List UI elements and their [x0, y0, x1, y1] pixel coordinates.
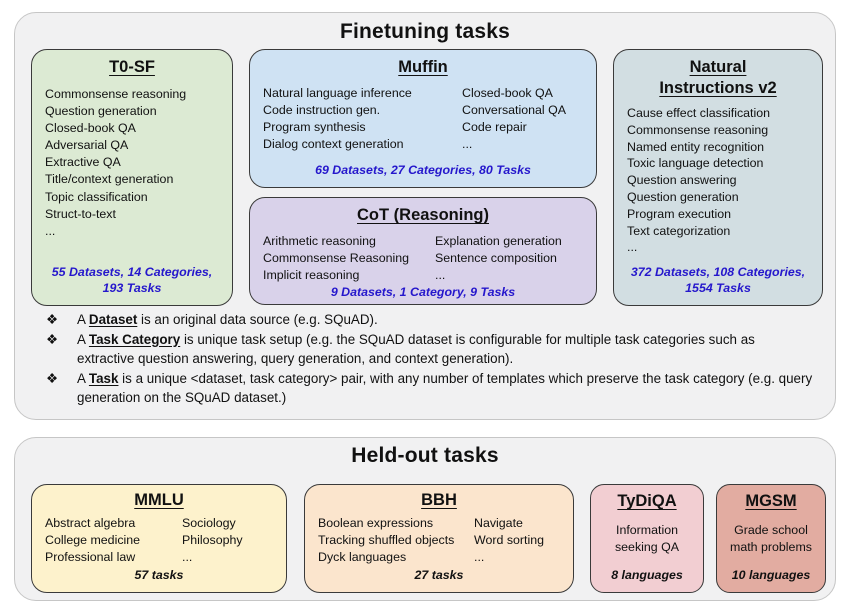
note-item: ❖ A Task Category is unique task setup (…: [43, 330, 815, 369]
task-item: ...: [627, 240, 638, 255]
task-item: Title/context generation: [45, 172, 174, 187]
task-item: Adversarial QA: [45, 138, 129, 153]
task-item: Program execution: [627, 206, 731, 221]
task-item: Implicit reasoning: [263, 268, 360, 283]
mgsm-stats: 10 languages: [731, 568, 811, 582]
task-item: Navigate: [474, 516, 523, 530]
mgsm-description: Grade school math problems: [730, 523, 812, 554]
task-item: Dialog context generation: [263, 137, 404, 152]
task-item: Sociology: [182, 516, 236, 530]
task-item: Professional law: [45, 550, 136, 565]
mmlu-box: MMLU Abstract algebra College medicine P…: [31, 484, 287, 593]
task-item: ...: [462, 137, 473, 152]
finetuning-tasks-panel: Finetuning tasks T0-SF Commonsense reaso…: [14, 12, 836, 420]
task-item: Question answering: [627, 173, 737, 188]
tydiqa-description: Information seeking QA: [614, 523, 680, 554]
niv2-box: Natural Instructions v2 Cause effect cla…: [613, 49, 823, 306]
bbh-title: BBH: [421, 491, 457, 509]
task-item: Arithmetic reasoning: [263, 234, 376, 248]
task-item: Closed-book QA: [45, 121, 136, 136]
mgsm-box: MGSM Grade school math problems 10 langu…: [716, 484, 826, 593]
task-item: Sentence composition: [435, 251, 557, 266]
heldout-panel-title: Held-out tasks: [351, 444, 499, 467]
mmlu-title: MMLU: [134, 491, 184, 509]
task-item: Extractive QA: [45, 155, 121, 170]
diamond-bullet-icon: ❖: [45, 370, 58, 386]
diamond-bullet-icon: ❖: [45, 331, 58, 347]
muffin-title: Muffin: [398, 58, 448, 76]
note-text: A Task is a unique <dataset, task catego…: [77, 370, 813, 406]
bbh-stats: 27 tasks: [414, 568, 464, 582]
cot-box: CoT (Reasoning) Arithmetic reasoning Com…: [249, 197, 597, 305]
task-item: ...: [474, 550, 485, 565]
muffin-stats: 69 Datasets, 27 Categories, 80 Tasks: [315, 163, 531, 177]
note-text: A Task Category is unique task setup (e.…: [77, 331, 755, 367]
task-item: Question generation: [627, 189, 739, 204]
task-item: Code instruction gen.: [263, 103, 381, 118]
t0sf-title: T0-SF: [109, 58, 155, 76]
task-item: Code repair: [462, 120, 527, 135]
finetuning-panel-title: Finetuning tasks: [339, 20, 511, 43]
task-item: ...: [45, 223, 56, 238]
cot-task-list: Arithmetic reasoning Commonsense Reasoni…: [250, 226, 596, 284]
cot-stats: 9 Datasets, 1 Category, 9 Tasks: [330, 285, 516, 300]
task-item: Tracking shuffled objects: [318, 533, 455, 548]
diamond-bullet-icon: ❖: [45, 312, 58, 327]
task-item: Topic classification: [45, 189, 148, 204]
note-item: ❖ A Dataset is an original data source (…: [43, 310, 815, 330]
task-item: Natural language inference: [263, 86, 412, 100]
task-item: ...: [435, 268, 446, 283]
muffin-box: Muffin Natural language inference Code i…: [249, 49, 597, 188]
task-item: Text categorization: [627, 223, 731, 238]
mgsm-title: MGSM: [745, 492, 797, 510]
task-item: Boolean expressions: [318, 516, 434, 530]
task-item: Cause effect classification: [627, 106, 771, 120]
task-item: Commonsense reasoning: [627, 122, 769, 137]
tydiqa-stats: 8 languages: [611, 568, 683, 582]
note-item: ❖ A Task is a unique <dataset, task cate…: [43, 369, 815, 408]
task-item: Closed-book QA: [462, 86, 553, 100]
task-item: Abstract algebra: [45, 516, 136, 530]
cot-title: CoT (Reasoning): [357, 206, 489, 224]
heldout-tasks-panel: Held-out tasks MMLU Abstract algebra Col…: [14, 437, 836, 601]
task-item: Philosophy: [182, 533, 243, 548]
niv2-stats: 372 Datasets, 108 Categories, 1554 Tasks: [630, 265, 806, 295]
task-item: Conversational QA: [462, 103, 566, 118]
tydiqa-box: TyDiQA Information seeking QA 8 language…: [590, 484, 704, 593]
task-item: Toxic language detection: [627, 156, 764, 171]
mmlu-stats: 57 tasks: [134, 568, 184, 582]
task-item: Dyck languages: [318, 550, 407, 565]
mmlu-task-list: Abstract algebra College medicine Profes…: [32, 511, 286, 566]
task-item: Word sorting: [474, 533, 545, 548]
note-text: A Dataset is an original data source (e.…: [77, 312, 378, 327]
task-item: Struct-to-text: [45, 206, 116, 221]
task-item: College medicine: [45, 533, 141, 548]
bbh-task-list: Boolean expressions Tracking shuffled ob…: [305, 511, 573, 566]
task-item: Explanation generation: [435, 234, 562, 248]
niv2-task-list: Cause effect classification Commonsense …: [614, 99, 822, 256]
task-item: ...: [182, 550, 193, 565]
task-item: Commonsense reasoning: [45, 87, 187, 101]
definitions-list: ❖ A Dataset is an original data source (…: [43, 310, 815, 408]
muffin-task-list: Natural language inference Code instruct…: [250, 78, 596, 153]
bbh-box: BBH Boolean expressions Tracking shuffle…: [304, 484, 574, 593]
task-item: Question generation: [45, 104, 157, 119]
niv2-title: Natural Instructions v2: [659, 58, 777, 97]
t0sf-stats: 55 Datasets, 14 Categories, 193 Tasks: [51, 265, 213, 295]
t0sf-box: T0-SF Commonsense reasoning Question gen…: [31, 49, 233, 306]
task-item: Named entity recognition: [627, 139, 765, 154]
tydiqa-title: TyDiQA: [617, 492, 677, 510]
task-item: Program synthesis: [263, 120, 366, 135]
task-item: Commonsense Reasoning: [263, 251, 410, 266]
t0sf-task-list: Commonsense reasoning Question generatio…: [32, 78, 232, 240]
